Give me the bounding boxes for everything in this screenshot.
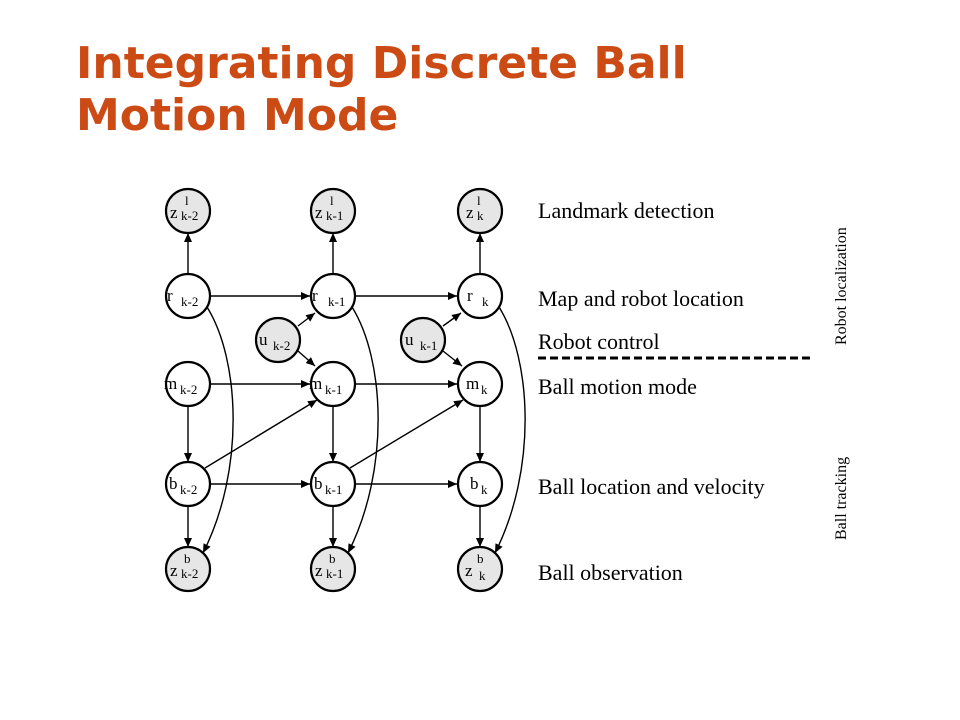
m-sub: k-2 [180,382,197,397]
edge-b-to-m-next [204,399,318,469]
zb-sub: k-2 [181,566,198,581]
row-label-control: Robot control [538,329,660,354]
m-main: m [466,374,479,393]
edge-r-to-zb-curve [202,306,234,554]
r-main: r [167,286,173,305]
m-sub: k-1 [325,382,342,397]
group-label-bottom: Ball tracking [833,457,850,540]
zl-main: z [466,203,474,222]
node-zb-k [456,545,504,593]
zl-sub: k-2 [181,208,198,223]
edge-u-to-m [297,350,316,367]
node-b-k-1 [309,460,357,508]
r-main: r [467,286,473,305]
edge-u-to-r [442,312,462,327]
zb-main: z [465,561,473,580]
edge-u-to-r [297,312,316,327]
row-labels: Landmark detection Map and robot locatio… [538,198,765,585]
node-m-k-2 [164,360,212,408]
u-sub: k-2 [273,338,290,353]
edges [184,233,526,554]
node-u-k-2 [254,316,302,364]
zl-main: z [315,203,323,222]
b-main: b [314,474,323,493]
node-m-k-1 [309,360,357,408]
zb-sup: b [477,551,484,566]
nodes [164,187,504,593]
edge-u-to-m [442,350,463,367]
zl-main: z [170,203,178,222]
r-sub: k-1 [328,294,345,309]
zb-sub: k [479,568,486,583]
b-main: b [470,474,479,493]
edge-r-to-zb-curve [347,306,379,554]
node-zl-k-1 [309,187,357,235]
r-sub: k [482,294,489,309]
m-main: m [164,374,177,393]
zl-sup: l [477,193,481,208]
node-zl-k [456,187,504,235]
group-label-top: Robot localization [833,227,850,345]
row-label-ballloc: Ball location and velocity [538,474,765,499]
node-b-k [456,460,504,508]
title-line-2: Motion Mode [76,90,399,141]
zl-sub: k [477,208,484,223]
b-sub: k-1 [325,482,342,497]
node-zl-k-2 [164,187,212,235]
node-r-k [456,272,504,320]
edge-b-to-m-next [349,399,464,469]
zb-sub: k-1 [326,566,343,581]
u-main: u [259,330,268,349]
node-zb-k-1 [309,545,357,593]
u-sub: k-1 [420,338,437,353]
title-line-1: Integrating Discrete Ball [76,38,687,89]
page-title: Integrating Discrete Ball Motion Mode [76,38,896,142]
m-main: m [309,374,322,393]
node-m-k [456,360,504,408]
b-sub: k-2 [180,482,197,497]
zb-sup: b [184,551,191,566]
u-main: u [405,330,414,349]
node-labels: z l k-2 z l k-1 z l k r k-2 r k-1 r k u … [164,193,489,583]
node-zb-k-2 [164,545,212,593]
r-main: r [312,286,318,305]
m-sub: k [481,382,488,397]
node-r-k-1 [309,272,357,320]
zb-sup: b [329,551,336,566]
row-label-map: Map and robot location [538,286,744,311]
zl-sub: k-1 [326,208,343,223]
zl-sup: l [185,193,189,208]
node-b-k-2 [164,460,212,508]
row-label-landmark: Landmark detection [538,198,715,223]
b-sub: k [481,482,488,497]
zl-sup: l [330,193,334,208]
node-u-k-1 [399,316,447,364]
row-label-mode: Ball motion mode [538,374,697,399]
node-r-k-2 [164,272,212,320]
r-sub: k-2 [181,294,198,309]
row-label-obs: Ball observation [538,560,683,585]
b-main: b [169,474,178,493]
edge-r-to-zb-curve [494,306,526,554]
zb-main: z [170,561,178,580]
zb-main: z [315,561,323,580]
